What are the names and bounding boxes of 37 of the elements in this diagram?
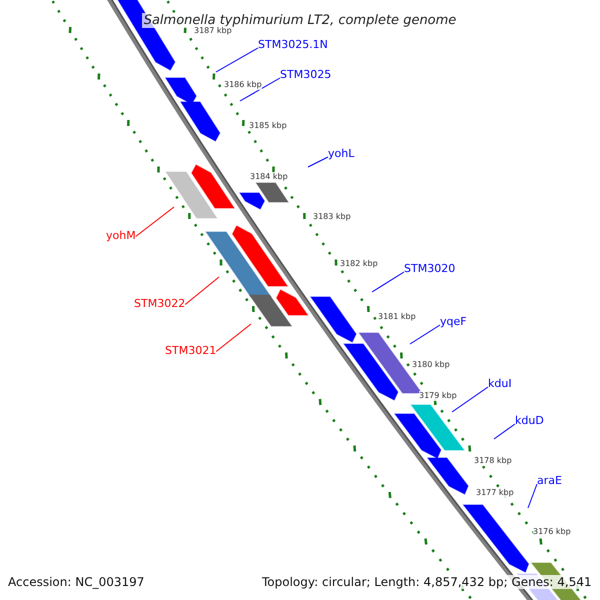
gene-label: yohM: [106, 229, 136, 242]
scale-label: 3187 kbp: [194, 26, 232, 36]
diagram-title: Salmonella typhimurium LT2, complete genome: [142, 13, 458, 28]
leader-line: [184, 276, 220, 305]
leader-line: [372, 272, 404, 292]
scale-label: 3183 kbp: [313, 212, 351, 222]
leader-line: [410, 324, 440, 344]
gene-label: STM3022: [134, 297, 186, 310]
gene-label: STM3025: [280, 68, 332, 81]
leader-line: [452, 386, 488, 412]
gene-label: yqeF: [440, 315, 467, 328]
leader-line: [528, 484, 538, 508]
gene-label: STM3025.1N: [258, 38, 328, 51]
footer-text: Topology: circular; Length: 4,857,432 bp; Genes: 4,541: [262, 575, 592, 589]
leader-line: [216, 48, 258, 72]
gene-label: araE: [537, 474, 562, 487]
footer-text: Accession: NC_003197: [8, 575, 144, 589]
scale-label: 3179 kbp: [419, 391, 457, 401]
gene-label: kduI: [488, 377, 512, 390]
scale-label: 3186 kbp: [224, 80, 262, 90]
scale-label: 3181 kbp: [378, 312, 416, 322]
scale-label: 3184 kbp: [250, 172, 288, 182]
leader-line: [308, 156, 328, 168]
leader-line: [494, 424, 516, 440]
scale-label: 3176 kbp: [533, 527, 571, 537]
scale-label: 3177 kbp: [476, 488, 514, 498]
gene-label: STM3020: [404, 262, 456, 275]
leader-line: [240, 78, 280, 102]
scale-label: 3185 kbp: [249, 121, 287, 131]
scale-label: 3182 kbp: [340, 259, 378, 269]
gene-label: yohL: [328, 147, 354, 160]
gene-label: kduD: [515, 414, 544, 427]
leader-line: [216, 324, 252, 352]
gene-label: STM3021: [165, 344, 216, 357]
leader-line: [135, 206, 174, 237]
scale-label: 3178 kbp: [474, 456, 512, 466]
scale-label: 3180 kbp: [412, 360, 450, 370]
